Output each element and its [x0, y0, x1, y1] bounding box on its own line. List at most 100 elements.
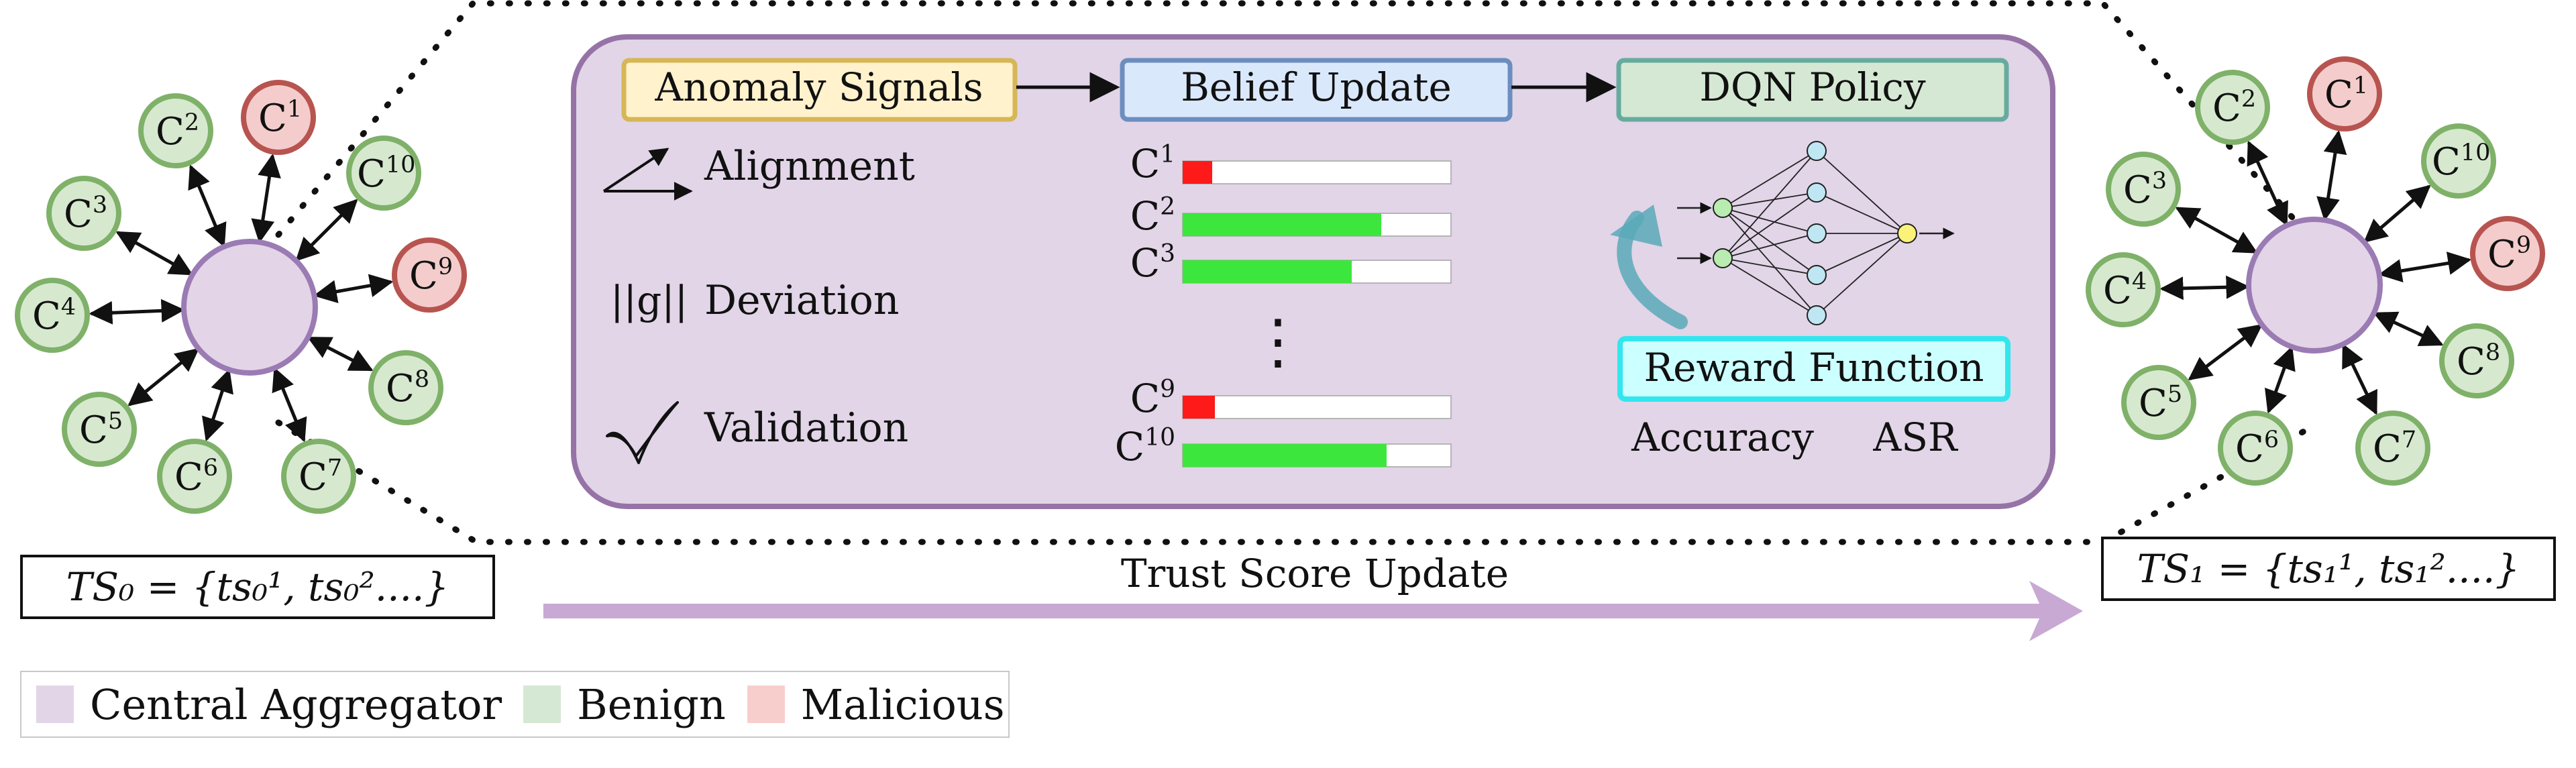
client-link-2 [188, 164, 227, 248]
belief-update-box [1120, 58, 1513, 122]
legend-item-malicious: Malicious [747, 680, 1005, 729]
nn-hidden-node [1807, 141, 1827, 161]
nn-output-node [1897, 223, 1917, 243]
client-node-3 [2106, 152, 2181, 227]
legend-item-aggregator: Central Aggregator [36, 680, 502, 729]
belief-label-3: C3 [1130, 240, 1175, 286]
reward-function-box [1617, 336, 2010, 402]
client-label-7: C7 [2373, 427, 2416, 471]
client-node-5 [62, 392, 137, 467]
anomaly-signals-label: Anomaly Signals [654, 64, 983, 110]
validation-label: Validation [704, 404, 908, 451]
client-link-3 [2175, 207, 2258, 254]
client-label-7: C7 [299, 455, 342, 499]
client-node-10 [2421, 123, 2496, 199]
checkmark-icon [606, 401, 679, 464]
client-node-8 [368, 350, 443, 425]
client-link-4 [89, 298, 185, 325]
legend-label-aggregator: Central Aggregator [90, 679, 502, 729]
client-link-7 [272, 367, 307, 443]
client-label-8: C8 [386, 366, 429, 410]
client-label-6: C6 [2235, 427, 2279, 471]
client-label-4: C4 [2103, 268, 2147, 313]
legend-swatch-benign [523, 685, 561, 723]
client-node-6 [2218, 410, 2293, 486]
alignment-label: Alignment [704, 143, 915, 190]
belief-bar-fill-3 [1183, 260, 1352, 283]
client-link-10 [2363, 184, 2431, 243]
client-node-9 [2470, 216, 2545, 291]
dqn-network-icon [1677, 141, 1955, 325]
client-link-6 [2265, 345, 2296, 414]
client-label-10: C10 [357, 152, 415, 196]
ts0-formula: TS₀ = {ts₀¹, ts₀²....} [66, 564, 449, 610]
legend-swatch-malicious [747, 685, 785, 723]
client-link-1 [2316, 129, 2347, 221]
client-link-1 [251, 153, 281, 243]
client-node-5 [2121, 365, 2196, 440]
client-link-10 [295, 199, 358, 262]
trust-score-arrow [543, 581, 2083, 641]
client-link-2 [2247, 140, 2288, 227]
client-label-3: C3 [2123, 168, 2167, 212]
dqn-policy-box [1616, 58, 2009, 122]
client-node-1 [2307, 56, 2382, 131]
belief-label-1: C1 [1130, 141, 1175, 186]
accuracy-label: Accuracy [1631, 415, 1814, 460]
client-link-4 [2159, 275, 2250, 300]
client-label-1: C1 [2324, 72, 2368, 117]
belief-ellipsis: ⋮ [1248, 307, 1308, 377]
nn-hidden-node [1807, 265, 1827, 285]
client-node-1 [241, 80, 316, 155]
client-label-9: C9 [2487, 232, 2531, 276]
client-node-6 [157, 439, 232, 514]
client-label-4: C4 [32, 294, 76, 338]
central-aggregator-node [181, 239, 318, 376]
nn-hidden-node [1807, 182, 1827, 203]
belief-update-label: Belief Update [1181, 64, 1452, 110]
client-node-7 [281, 439, 356, 514]
client-node-4 [15, 278, 90, 353]
legend-label-malicious: Malicious [800, 679, 1005, 729]
client-link-6 [202, 368, 233, 442]
ts1-formula: TS₁ = {ts₁¹, ts₁²....} [2137, 546, 2520, 592]
client-label-2: C2 [2212, 86, 2256, 130]
anomaly-signals-box [621, 58, 1018, 122]
client-link-8 [2373, 311, 2444, 346]
belief-bar-fill-9 [1183, 396, 1215, 419]
client-node-3 [46, 176, 121, 251]
deviation-label: Deviation [704, 277, 900, 324]
client-link-9 [2378, 252, 2472, 283]
trust-score-update-label: Trust Score Update [1121, 551, 1509, 596]
client-label-2: C2 [156, 109, 199, 154]
gradient-norm-icon: ||g|| [610, 278, 688, 323]
client-label-9: C9 [409, 254, 453, 298]
nn-input-node [1713, 198, 1733, 218]
belief-label-9: C9 [1130, 376, 1175, 421]
central-aggregator-node [2246, 217, 2383, 353]
belief-label-10: C10 [1115, 424, 1175, 470]
client-label-8: C8 [2457, 339, 2500, 384]
client-label-6: C6 [174, 455, 218, 499]
client-link-3 [115, 231, 194, 276]
process-panel: Anomaly Signals Belief Update DQN Policy… [571, 34, 2055, 509]
client-link-5 [127, 347, 200, 406]
reward-function-label: Reward Function [1644, 345, 1984, 390]
client-label-1: C1 [258, 96, 302, 140]
legend-item-benign: Benign [523, 680, 726, 729]
belief-label-2: C2 [1130, 193, 1175, 239]
legend-label-benign: Benign [577, 679, 726, 729]
alignment-arrows-icon [602, 148, 693, 201]
client-link-9 [313, 274, 394, 304]
asr-label: ASR [1872, 415, 1959, 460]
nn-input-node [1713, 248, 1733, 268]
client-link-8 [307, 336, 374, 372]
client-node-10 [346, 135, 421, 211]
client-node-2 [138, 93, 213, 168]
client-node-7 [2355, 410, 2430, 486]
belief-bar-track-1 [1182, 160, 1452, 184]
